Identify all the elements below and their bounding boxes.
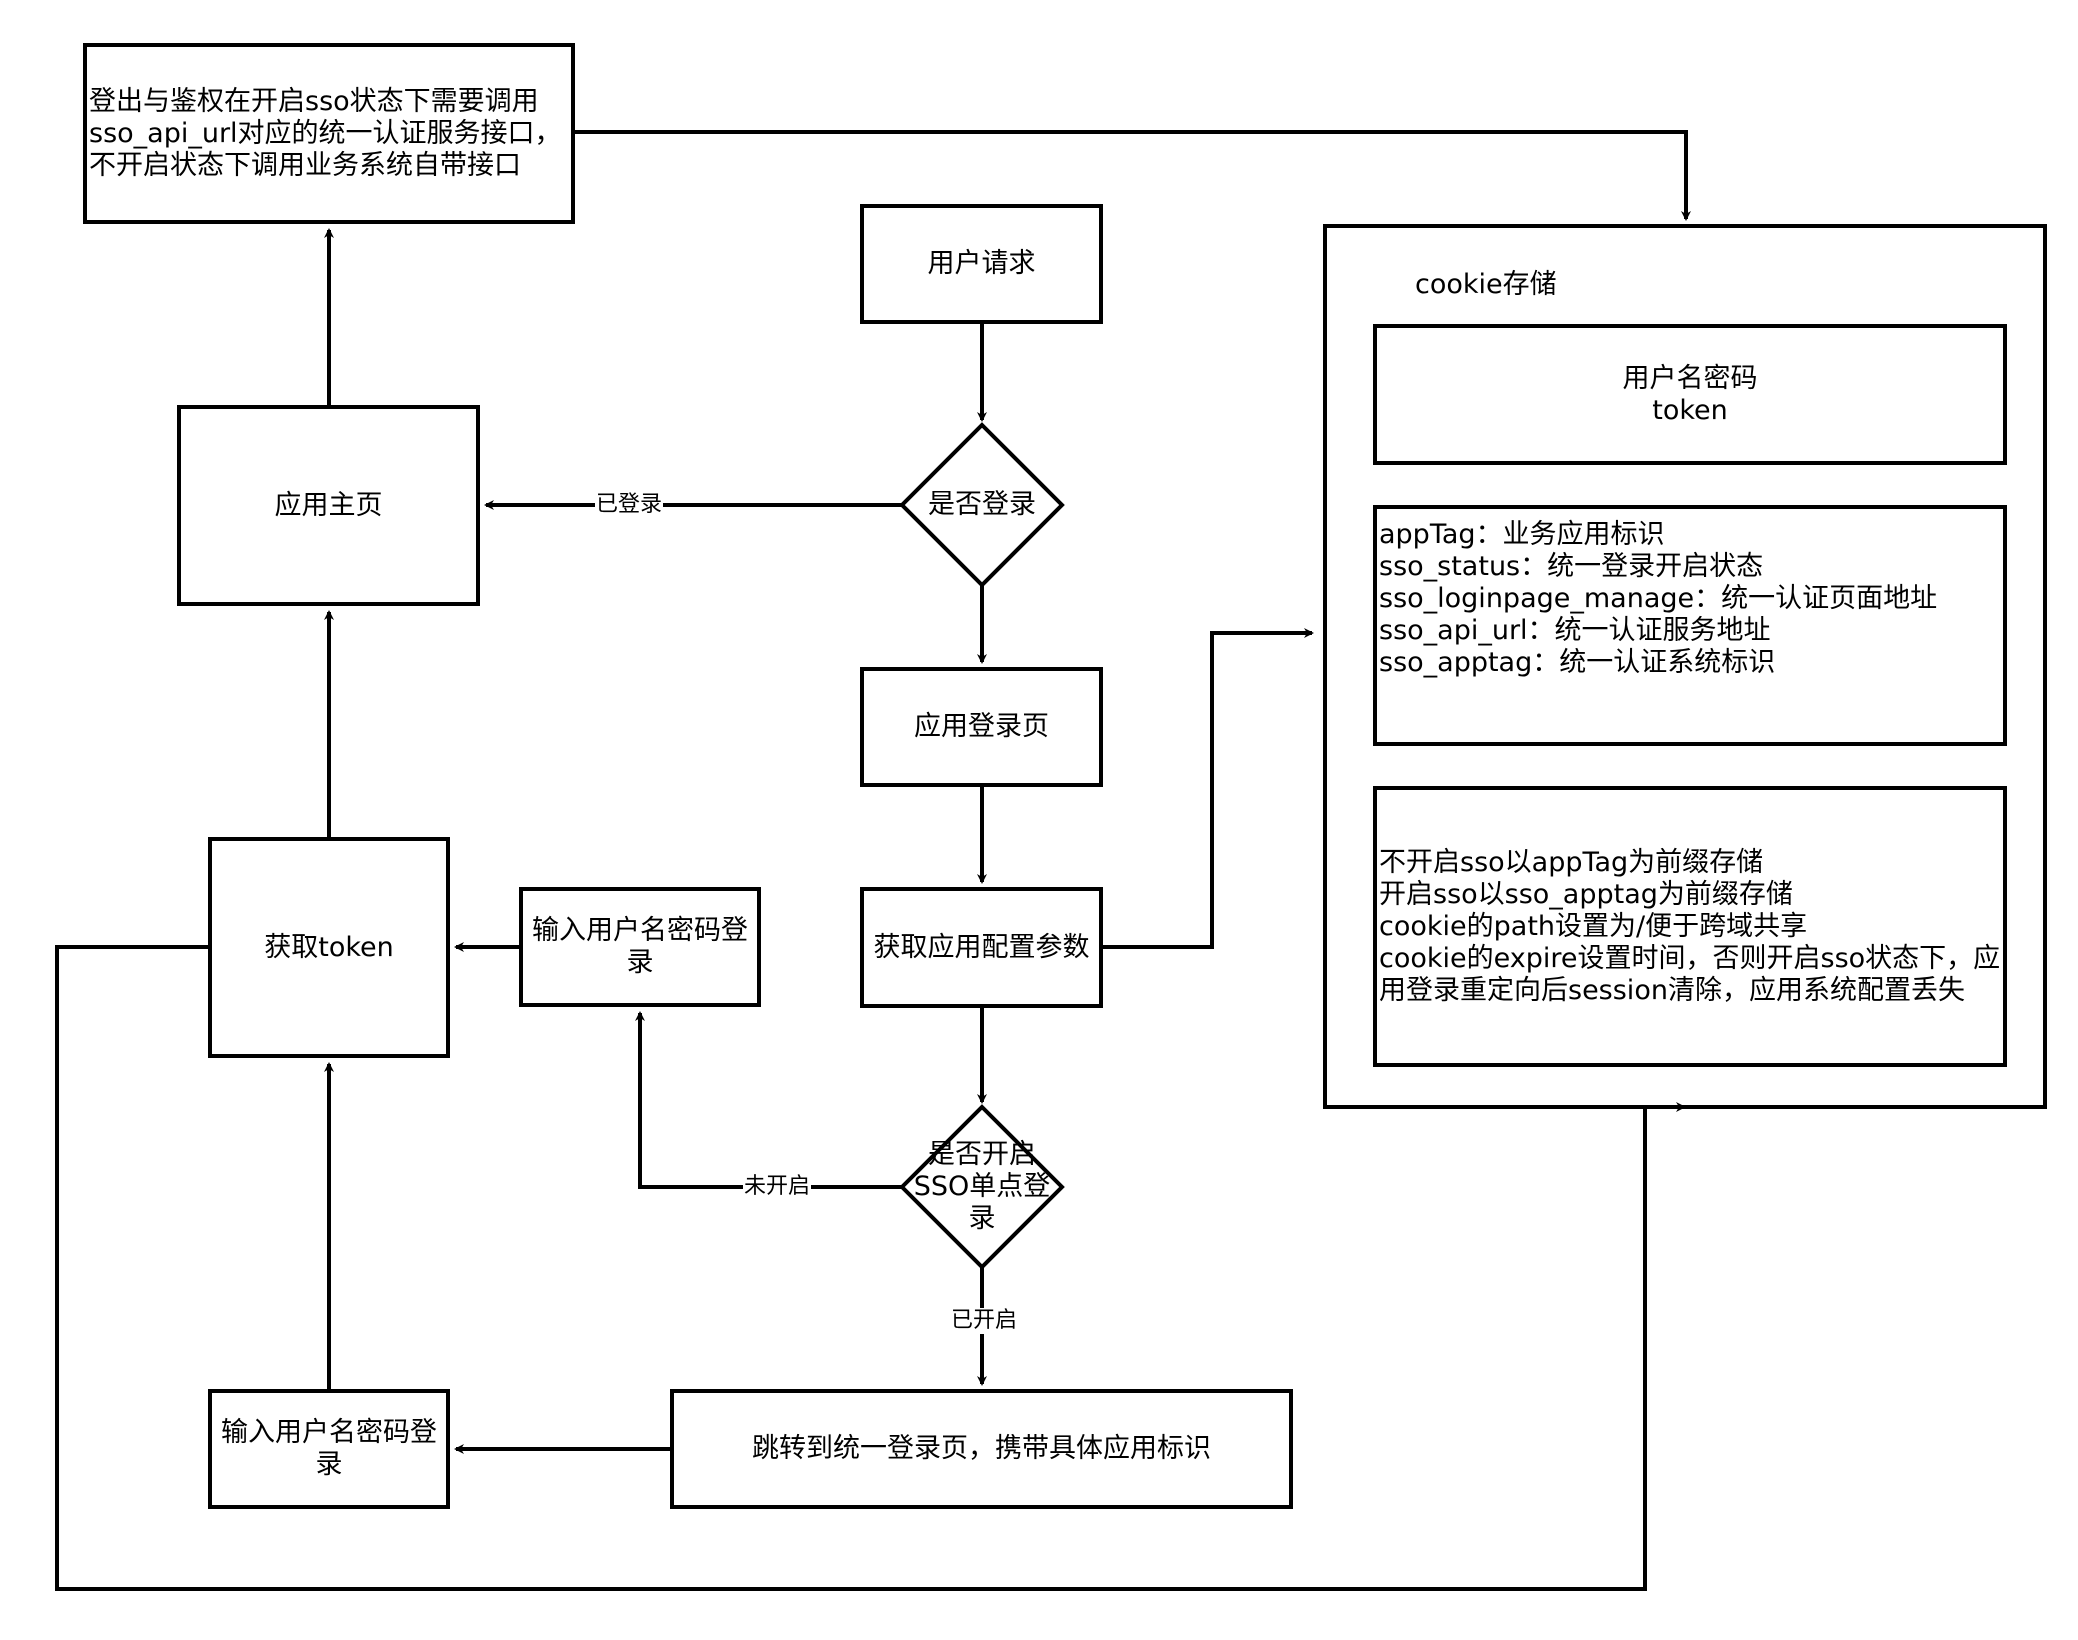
cookie-rule-line: 不开启sso以appTag为前缀存储 [1379, 846, 1764, 878]
cookie-credentials-line: token [1652, 394, 1728, 426]
sso-enabled-label-line: 录 [968, 1203, 996, 1234]
edge-label-enabled: 已开启 [949, 1308, 1019, 1334]
get-token-node: 获取token [208, 837, 450, 1058]
cookie-storage-title: cookie存储 [1415, 269, 1557, 300]
redirect-unified-login-node: 跳转到统一登录页，携带具体应用标识 [670, 1389, 1293, 1509]
input-credentials-upper-line: 录 [626, 947, 654, 978]
edge-label-logged-in: 已登录 [594, 492, 664, 518]
edge-label-not-enabled: 未开启 [742, 1174, 812, 1200]
cookie-credentials-box: 用户名密码 token [1373, 324, 2007, 465]
input-credentials-upper-line: 输入用户名密码登 [532, 915, 748, 946]
edge-auth-note-to-cookie [575, 130, 1691, 221]
cookie-rules-box: 不开启sso以appTag为前缀存储 开启sso以sso_apptag为前缀存储… [1373, 786, 2007, 1067]
redirect-unified-login-label: 跳转到统一登录页，携带具体应用标识 [752, 1433, 1211, 1464]
user-request-label: 用户请求 [927, 248, 1036, 279]
cookie-credentials-line: 用户名密码 [1622, 362, 1758, 394]
decision-sso-enabled [899, 1104, 1065, 1270]
is-logged-in-label-box: 是否登录 [902, 465, 1062, 545]
edge-sso-off-to-input [635, 1011, 902, 1189]
sso-enabled-label-line: 是否开启 [928, 1139, 1036, 1170]
user-request-node: 用户请求 [860, 204, 1103, 324]
app-home-node: 应用主页 [177, 405, 480, 606]
sso-enabled-label-line: SSO单点登 [913, 1171, 1051, 1202]
input-credentials-upper-node: 输入用户名密码登 录 [519, 887, 761, 1007]
cookie-param-line: appTag：业务应用标识 [1379, 519, 1665, 550]
input-credentials-lower-node: 输入用户名密码登 录 [208, 1389, 450, 1509]
decision-is-logged-in [899, 422, 1065, 588]
cookie-param-line: sso_loginpage_manage：统一认证页面地址 [1379, 583, 1938, 614]
app-home-label: 应用主页 [274, 489, 383, 521]
input-credentials-lower-line: 录 [315, 1449, 343, 1480]
auth-note-line: 不开启状态下调用业务系统自带接口 [89, 149, 521, 181]
input-credentials-lower-line: 输入用户名密码登 [221, 1417, 437, 1448]
auth-note-line: sso_api_url对应的统一认证服务接口， [89, 117, 562, 149]
cookie-rule-line: 开启sso以sso_apptag为前缀存储 [1379, 878, 1793, 910]
get-token-label: 获取token [264, 931, 394, 963]
is-logged-in-label: 是否登录 [928, 489, 1036, 520]
app-login-page-node: 应用登录页 [860, 667, 1103, 787]
auth-note-line: 登出与鉴权在开启sso状态下需要调用 [89, 85, 539, 117]
cookie-param-line: sso_status：统一登录开启状态 [1379, 551, 1764, 582]
get-app-config-node: 获取应用配置参数 [860, 887, 1103, 1008]
cookie-param-line: sso_api_url：统一认证服务地址 [1379, 615, 1771, 646]
cookie-rule-line: cookie的expire设置时间，否则开启sso状态下，应 [1379, 942, 2001, 974]
cookie-storage-container [1323, 224, 2047, 1109]
cookie-params-box: appTag：业务应用标识 sso_status：统一登录开启状态 sso_lo… [1373, 505, 2007, 746]
cookie-param-line: sso_apptag：统一认证系统标识 [1379, 647, 1776, 678]
edge-config-to-cookie [1103, 628, 1314, 949]
sso-enabled-label-box: 是否开启 SSO单点登 录 [892, 1137, 1072, 1237]
app-login-page-label: 应用登录页 [914, 711, 1049, 742]
auth-note-box: 登出与鉴权在开启sso状态下需要调用 sso_api_url对应的统一认证服务接… [83, 43, 575, 224]
get-app-config-label: 获取应用配置参数 [873, 931, 1090, 963]
cookie-rule-line: cookie的path设置为/便于跨域共享 [1379, 910, 1808, 942]
cookie-rule-line: 用登录重定向后session清除，应用系统配置丢失 [1379, 974, 1965, 1006]
